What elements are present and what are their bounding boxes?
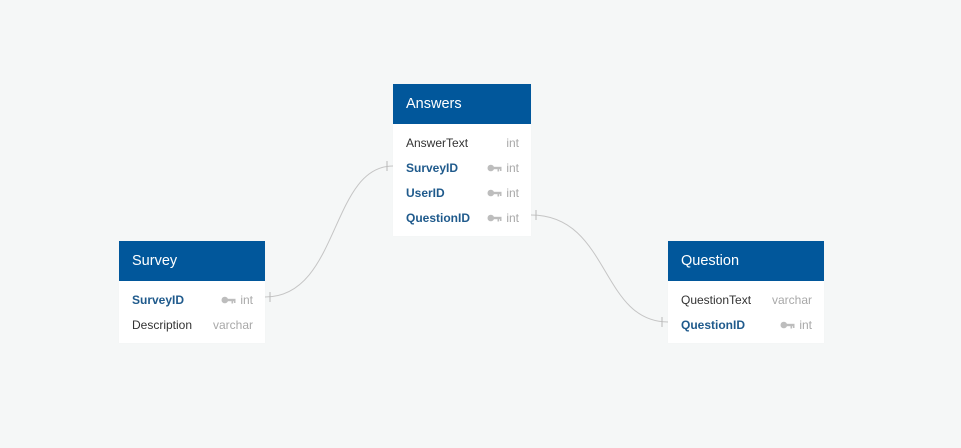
field-type: varchar	[212, 317, 253, 332]
key-icon	[487, 189, 502, 197]
field-name: UserID	[406, 185, 445, 200]
field-type: int	[506, 210, 519, 225]
table-survey-fields: SurveyID int Description varchar	[119, 281, 265, 343]
key-icon	[221, 296, 236, 304]
field-type: varchar	[771, 292, 812, 307]
field-row-surveyid[interactable]: SurveyID int	[393, 155, 531, 180]
field-type: int	[506, 135, 519, 150]
field-name: QuestionID	[406, 210, 471, 225]
key-icon	[487, 164, 502, 172]
table-answers-fields: AnswerText int SurveyID int UserID	[393, 124, 531, 236]
key-icon	[780, 321, 795, 329]
field-row-answertext[interactable]: AnswerText int	[393, 130, 531, 155]
table-question[interactable]: Question QuestionText varchar QuestionID…	[668, 241, 824, 343]
connector-answers-question	[530, 214, 669, 323]
field-type: int	[506, 185, 519, 200]
field-type: int	[799, 317, 812, 332]
field-type: int	[240, 292, 253, 307]
field-name: QuestionText	[681, 292, 752, 307]
key-icon	[487, 214, 502, 222]
field-name: SurveyID	[406, 160, 459, 175]
field-row-surveyid[interactable]: SurveyID int	[119, 287, 265, 312]
table-question-title[interactable]: Question	[668, 241, 824, 281]
field-row-questiontext[interactable]: QuestionText varchar	[668, 287, 824, 312]
table-survey-title[interactable]: Survey	[119, 241, 265, 281]
field-name: QuestionID	[681, 317, 746, 332]
field-type: int	[506, 160, 519, 175]
field-row-questionid[interactable]: QuestionID int	[668, 312, 824, 337]
field-name: SurveyID	[132, 292, 185, 307]
field-row-questionid[interactable]: QuestionID int	[393, 205, 531, 230]
field-name: Description	[132, 317, 193, 332]
field-name: AnswerText	[406, 135, 469, 150]
table-question-fields: QuestionText varchar QuestionID int	[668, 281, 824, 343]
table-survey[interactable]: Survey SurveyID int Description varchar	[119, 241, 265, 343]
connector-survey-answers	[264, 165, 394, 298]
table-answers-title[interactable]: Answers	[393, 84, 531, 124]
field-row-userid[interactable]: UserID int	[393, 180, 531, 205]
table-answers[interactable]: Answers AnswerText int SurveyID int User…	[393, 84, 531, 236]
field-row-description[interactable]: Description varchar	[119, 312, 265, 337]
